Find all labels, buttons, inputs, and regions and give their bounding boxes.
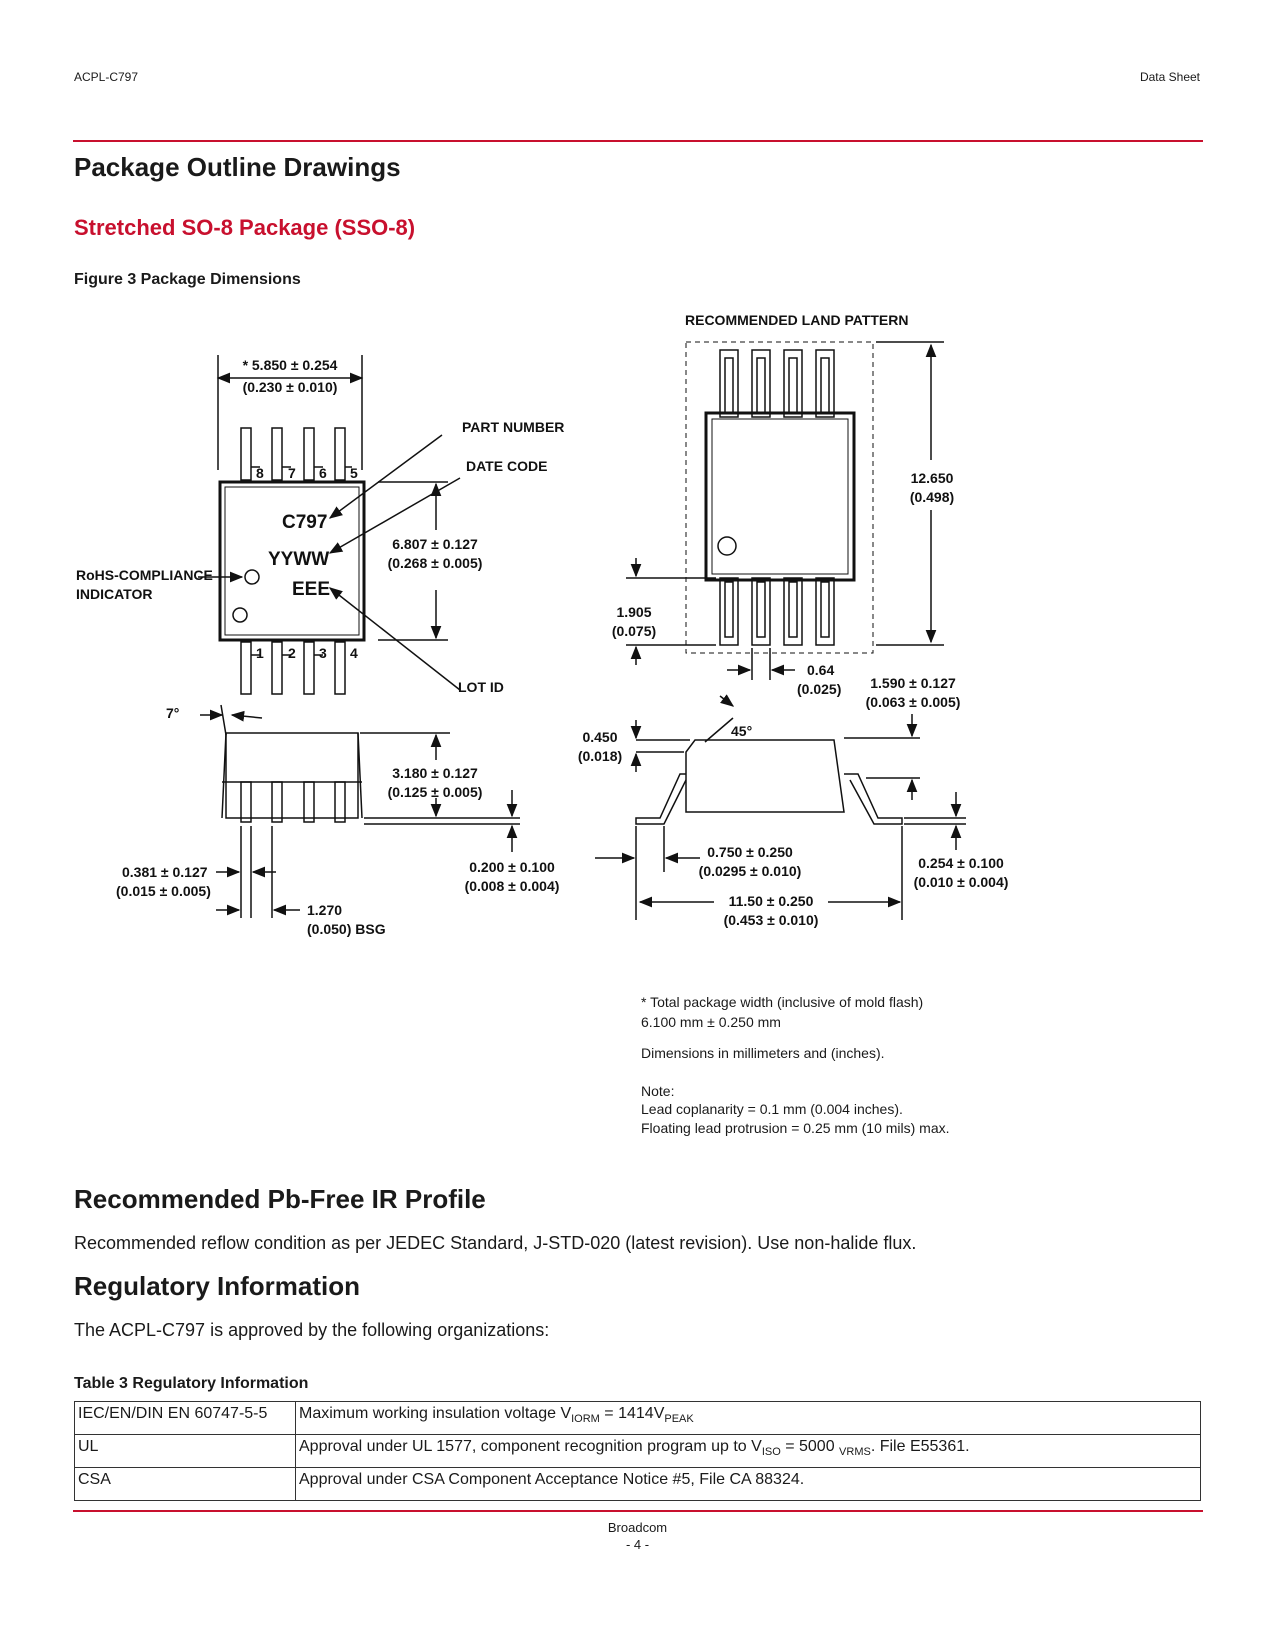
page-title: Package Outline Drawings bbox=[74, 152, 401, 182]
marking-date: YYWW bbox=[268, 549, 329, 570]
pad-length-dim: 1.905 bbox=[616, 604, 651, 620]
org-cell: CSA bbox=[74, 1467, 296, 1501]
figure-caption: Figure 3 Package Dimensions bbox=[74, 271, 301, 288]
header-doc-type: Data Sheet bbox=[1139, 70, 1200, 84]
pin-label: 2 bbox=[288, 645, 296, 661]
org-cell: IEC/EN/DIN EN 60747-5-5 bbox=[74, 1401, 296, 1435]
regulatory-table: IEC/EN/DIN EN 60747-5-5 Maximum working … bbox=[74, 1401, 1201, 1501]
part-number-label: PART NUMBER bbox=[462, 419, 564, 435]
lead-thickness-dim: 0.254 ± 0.100 bbox=[918, 855, 1004, 871]
marking-part: C797 bbox=[282, 512, 327, 533]
lot-id-label: LOT ID bbox=[458, 679, 504, 695]
foot-length-dim-in: (0.0295 ± 0.010) bbox=[699, 863, 802, 879]
lead-thickness-dim-in: (0.010 ± 0.004) bbox=[914, 874, 1009, 890]
header-doc-id: ACPL-C797 bbox=[74, 70, 139, 84]
standoff-dim: 0.200 ± 0.100 bbox=[469, 859, 555, 875]
footer-rule bbox=[73, 1510, 1203, 1512]
land-pattern-title: RECOMMENDED LAND PATTERN bbox=[685, 312, 908, 328]
pad-width-dim-in: (0.025) bbox=[797, 681, 841, 697]
ir-profile-text: Recommended reflow condition as per JEDE… bbox=[74, 1233, 917, 1253]
pin-label: 1 bbox=[256, 645, 264, 661]
regulatory-text: The ACPL-C797 is approved by the followi… bbox=[74, 1320, 550, 1340]
land-height-dim-in: (0.498) bbox=[910, 489, 954, 505]
rohs-label-2: INDICATOR bbox=[76, 586, 152, 602]
header-rule bbox=[73, 140, 1203, 142]
table-row: CSA Approval under CSA Component Accepta… bbox=[74, 1467, 1201, 1501]
marking-lot: EEE bbox=[292, 579, 330, 600]
section-subtitle: Stretched SO-8 Package (SSO-8) bbox=[74, 215, 416, 240]
desc-cell: Approval under UL 1577, component recogn… bbox=[295, 1434, 1201, 1468]
note-line: * Total package width (inclusive of mold… bbox=[641, 994, 924, 1010]
page-number: - 4 - bbox=[625, 1537, 650, 1552]
overall-width-dim-in: (0.453 ± 0.010) bbox=[724, 912, 819, 928]
table-row: IEC/EN/DIN EN 60747-5-5 Maximum working … bbox=[74, 1401, 1201, 1435]
lead-length-dim: 1.590 ± 0.127 bbox=[870, 675, 956, 691]
pin-label: 6 bbox=[319, 465, 327, 481]
table-caption: Table 3 Regulatory Information bbox=[74, 1375, 309, 1392]
lead-width-dim-in: (0.015 ± 0.005) bbox=[116, 883, 211, 899]
note-line: Note: bbox=[641, 1083, 675, 1099]
width-dim-in: (0.230 ± 0.010) bbox=[243, 379, 338, 395]
body-length-dim-in: (0.268 ± 0.005) bbox=[388, 555, 483, 571]
note-line: Floating lead protrusion = 0.25 mm (10 m… bbox=[641, 1120, 950, 1136]
desc-cell: Approval under CSA Component Acceptance … bbox=[295, 1467, 1201, 1501]
regulatory-heading: Regulatory Information bbox=[74, 1271, 361, 1301]
pitch-dim-in: (0.050) BSG bbox=[307, 921, 386, 937]
standoff-dim-in: (0.008 ± 0.004) bbox=[465, 878, 560, 894]
height-dim: 3.180 ± 0.127 bbox=[392, 765, 478, 781]
package-dimension-drawing: RECOMMENDED LAND PATTERN * 5.850 ± 0.254… bbox=[76, 312, 1009, 937]
pin-label: 3 bbox=[319, 645, 327, 661]
chamfer-dim-in: (0.018) bbox=[578, 748, 622, 764]
note-line: Dimensions in millimeters and (inches). bbox=[641, 1045, 885, 1061]
pin-label: 5 bbox=[350, 465, 358, 481]
pitch-dim: 1.270 bbox=[307, 902, 342, 918]
pin-label: 7 bbox=[288, 465, 296, 481]
angle-45-label: 45° bbox=[731, 723, 752, 739]
rohs-label-1: RoHS-COMPLIANCE bbox=[76, 567, 213, 583]
overall-width-dim: 11.50 ± 0.250 bbox=[729, 893, 814, 909]
note-line: Lead coplanarity = 0.1 mm (0.004 inches)… bbox=[641, 1101, 903, 1117]
foot-length-dim: 0.750 ± 0.250 bbox=[707, 844, 793, 860]
org-cell: UL bbox=[74, 1434, 296, 1468]
note-line: 6.100 mm ± 0.250 mm bbox=[641, 1014, 781, 1030]
body-length-dim: 6.807 ± 0.127 bbox=[392, 536, 478, 552]
desc-cell: Maximum working insulation voltage VIORM… bbox=[295, 1401, 1201, 1435]
date-code-label: DATE CODE bbox=[466, 458, 547, 474]
chamfer-dim: 0.450 bbox=[582, 729, 617, 745]
footer-company: Broadcom bbox=[607, 1520, 668, 1535]
pin-label: 4 bbox=[350, 645, 358, 661]
land-height-dim: 12.650 bbox=[911, 470, 954, 486]
lead-width-dim: 0.381 ± 0.127 bbox=[122, 864, 208, 880]
width-dim: * 5.850 ± 0.254 bbox=[243, 357, 338, 373]
table-row: UL Approval under UL 1577, component rec… bbox=[74, 1434, 1201, 1468]
pad-length-dim-in: (0.075) bbox=[612, 623, 656, 639]
pin-label: 8 bbox=[256, 465, 264, 481]
ir-profile-heading: Recommended Pb-Free IR Profile bbox=[74, 1184, 486, 1214]
height-dim-in: (0.125 ± 0.005) bbox=[388, 784, 483, 800]
pad-width-dim: 0.64 bbox=[807, 662, 834, 678]
angle-7-label: 7° bbox=[166, 705, 179, 721]
lead-length-dim-in: (0.063 ± 0.005) bbox=[866, 694, 961, 710]
